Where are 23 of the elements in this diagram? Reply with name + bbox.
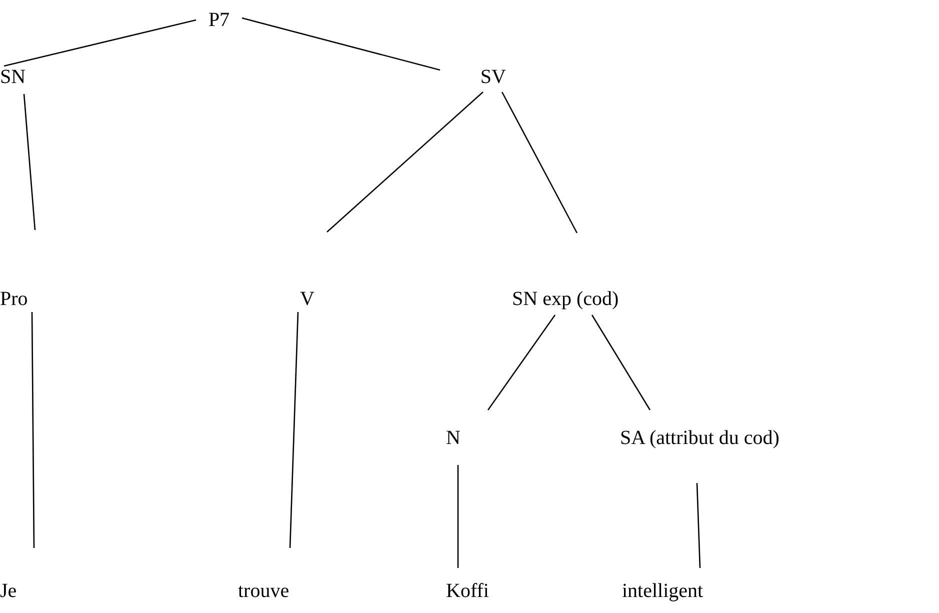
tree-branch-line (696, 482, 701, 568)
tree-branch-line (457, 465, 459, 568)
tree-node-label: V (300, 288, 314, 310)
tree-node-label: intelligent (622, 580, 704, 602)
tree-node-label: SN exp (cod) (512, 288, 619, 310)
tree-node-label: trouve (238, 580, 290, 602)
tree-branch-line (487, 314, 556, 410)
tree-node-label: Je (0, 580, 17, 602)
tree-node-label: Koffi (446, 580, 489, 602)
tree-node-label: P7 (208, 9, 230, 31)
tree-branch-line (242, 17, 440, 71)
tree-branch-line (289, 312, 299, 548)
tree-node-label: SA (attribut du cod) (620, 427, 780, 449)
tree-branch-line (326, 92, 484, 232)
tree-branch-line (23, 94, 36, 230)
tree-branch-line (4, 19, 196, 67)
tree-node-label: Pro (0, 288, 28, 310)
tree-node-label: SV (480, 66, 506, 88)
tree-branch-line (31, 312, 35, 548)
tree-branch-line (501, 92, 578, 234)
tree-branch-line (591, 314, 651, 410)
tree-node-label: N (446, 427, 460, 449)
tree-node-label: SN (0, 66, 26, 88)
